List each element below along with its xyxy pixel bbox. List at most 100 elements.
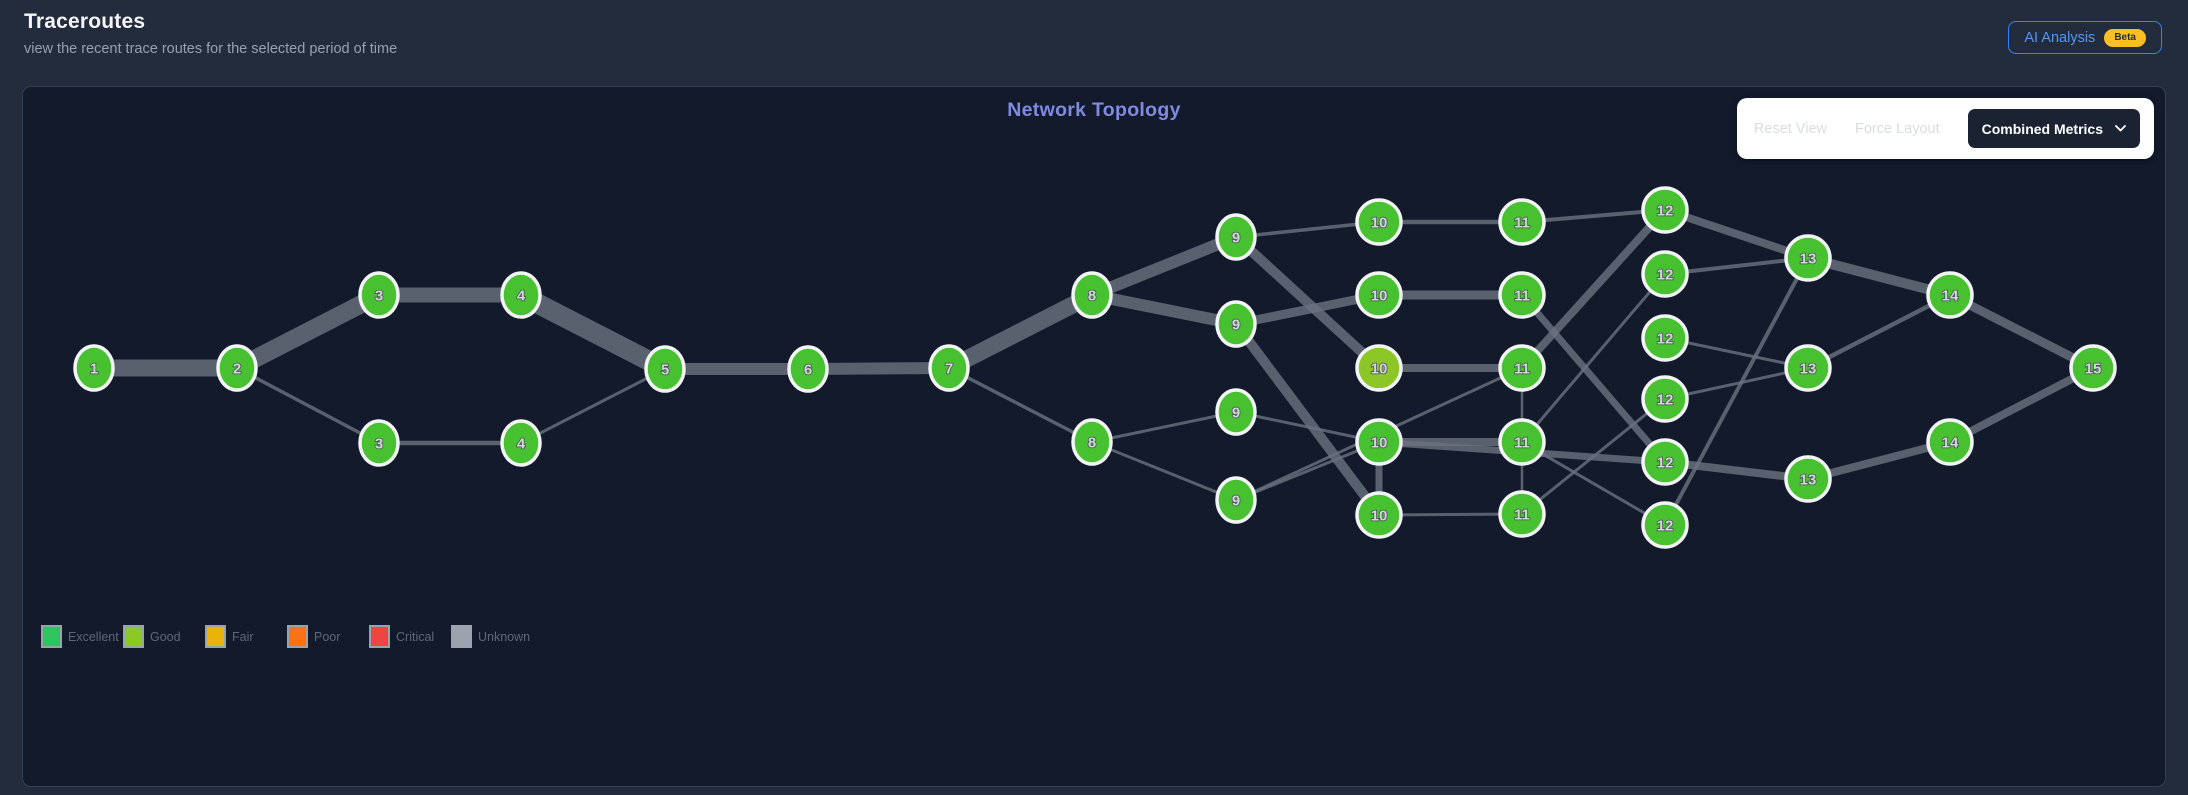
graph-node-circle[interactable] [358, 419, 400, 467]
graph-node-circle[interactable] [1641, 314, 1689, 362]
graph-node[interactable]: 11 [1498, 198, 1546, 246]
graph-node[interactable]: 15 [2069, 344, 2117, 392]
graph-node-circle[interactable] [1498, 198, 1546, 246]
graph-node-label: 13 [1800, 472, 1817, 489]
graph-node-label: 9 [1232, 317, 1240, 334]
graph-node[interactable]: 12 [1641, 438, 1689, 486]
graph-node[interactable]: 2 [216, 344, 258, 392]
graph-node[interactable]: 11 [1498, 271, 1546, 319]
graph-node[interactable]: 7 [928, 344, 970, 392]
graph-node-circle[interactable] [1215, 213, 1257, 261]
graph-node[interactable]: 3 [358, 271, 400, 319]
graph-node-circle[interactable] [1498, 344, 1546, 392]
graph-node-circle[interactable] [500, 419, 542, 467]
graph-node[interactable]: 11 [1498, 490, 1546, 538]
graph-node[interactable]: 12 [1641, 375, 1689, 423]
graph-edge [1231, 321, 1384, 518]
graph-node-circle[interactable] [1071, 418, 1113, 466]
graph-node[interactable]: 14 [1926, 271, 1974, 319]
graph-node-circle[interactable] [1641, 186, 1689, 234]
graph-node-circle[interactable] [1071, 271, 1113, 319]
legend-label: Fair [232, 629, 254, 644]
ai-analysis-button[interactable]: AI Analysis Beta [2008, 21, 2162, 54]
graph-node-circle[interactable] [216, 344, 258, 392]
graph-node-circle[interactable] [2069, 344, 2117, 392]
graph-node[interactable]: 8 [1071, 271, 1113, 319]
force-layout-button[interactable]: Force Layout [1855, 120, 1940, 137]
graph-node-circle[interactable] [1641, 375, 1689, 423]
graph-node-circle[interactable] [1355, 198, 1403, 246]
beta-badge: Beta [2104, 28, 2146, 47]
graph-node-circle[interactable] [1355, 491, 1403, 539]
graph-edge [1948, 364, 2095, 446]
graph-node[interactable]: 11 [1498, 418, 1546, 466]
graph-node[interactable]: 14 [1926, 418, 1974, 466]
graph-node[interactable]: 3 [358, 419, 400, 467]
graph-node-label: 2 [233, 361, 241, 378]
graph-node[interactable]: 4 [500, 271, 542, 319]
graph-node-circle[interactable] [644, 345, 686, 393]
graph-node[interactable]: 10 [1355, 491, 1403, 539]
graph-node-circle[interactable] [1641, 438, 1689, 486]
graph-edge [1235, 410, 1380, 444]
graph-node-circle[interactable] [928, 344, 970, 392]
graph-node-circle[interactable] [1926, 271, 1974, 319]
graph-node-circle[interactable] [1355, 344, 1403, 392]
graph-node[interactable]: 9 [1215, 388, 1257, 436]
graph-edge [1521, 208, 1666, 224]
graph-node[interactable]: 12 [1641, 501, 1689, 549]
graph-node[interactable]: 11 [1498, 344, 1546, 392]
graph-node[interactable]: 4 [500, 419, 542, 467]
graph-node[interactable]: 10 [1355, 418, 1403, 466]
graph-node-circle[interactable] [1215, 388, 1257, 436]
graph-node-circle[interactable] [500, 271, 542, 319]
graph-node-label: 10 [1371, 288, 1388, 305]
graph-node[interactable]: 13 [1784, 455, 1832, 503]
graph-node-circle[interactable] [1355, 271, 1403, 319]
page-header: Traceroutes view the recent trace routes… [24, 10, 397, 57]
graph-edge [948, 366, 1093, 444]
graph-node-circle[interactable] [1215, 476, 1257, 524]
graph-node-circle[interactable] [1215, 300, 1257, 348]
graph-node[interactable]: 10 [1355, 198, 1403, 246]
graph-edge [232, 286, 384, 377]
reset-view-button[interactable]: Reset View [1753, 120, 1827, 137]
graph-node-circle[interactable] [1355, 418, 1403, 466]
graph-node[interactable]: 1 [73, 344, 115, 392]
graph-node[interactable]: 12 [1641, 250, 1689, 298]
graph-edge [1235, 290, 1380, 329]
graph-node-label: 9 [1232, 493, 1240, 510]
graph-edge [1947, 290, 2096, 373]
legend-label: Good [150, 629, 181, 644]
graph-node[interactable]: 10 [1355, 271, 1403, 319]
graph-node-label: 12 [1657, 267, 1674, 284]
graph-node[interactable]: 9 [1215, 300, 1257, 348]
graph-node[interactable]: 6 [787, 345, 829, 393]
graph-node-circle[interactable] [1926, 418, 1974, 466]
graph-node-circle[interactable] [787, 345, 829, 393]
graph-node-circle[interactable] [1641, 250, 1689, 298]
graph-node-circle[interactable] [1784, 344, 1832, 392]
graph-node-circle[interactable] [358, 271, 400, 319]
graph-node[interactable]: 5 [644, 345, 686, 393]
graph-node-circle[interactable] [1784, 234, 1832, 282]
graph-node[interactable]: 8 [1071, 418, 1113, 466]
graph-node[interactable]: 12 [1641, 186, 1689, 234]
quality-legend: Excellent Good Fair Poor Critical Unknow… [41, 625, 533, 648]
graph-node-circle[interactable] [1784, 455, 1832, 503]
graph-node-circle[interactable] [73, 344, 115, 392]
graph-node-circle[interactable] [1498, 490, 1546, 538]
graph-node[interactable]: 13 [1784, 344, 1832, 392]
graph-node[interactable]: 10 [1355, 344, 1403, 392]
graph-node[interactable]: 9 [1215, 476, 1257, 524]
metrics-select[interactable]: Combined Metrics [1967, 109, 2140, 148]
graph-node[interactable]: 12 [1641, 314, 1689, 362]
graph-node[interactable]: 13 [1784, 234, 1832, 282]
graph-edge [1664, 458, 1809, 483]
graph-node-circle[interactable] [1498, 418, 1546, 466]
graph-node-label: 9 [1232, 405, 1240, 422]
graph-node-circle[interactable] [1498, 271, 1546, 319]
graph-node[interactable]: 9 [1215, 213, 1257, 261]
graph-node-circle[interactable] [1641, 501, 1689, 549]
